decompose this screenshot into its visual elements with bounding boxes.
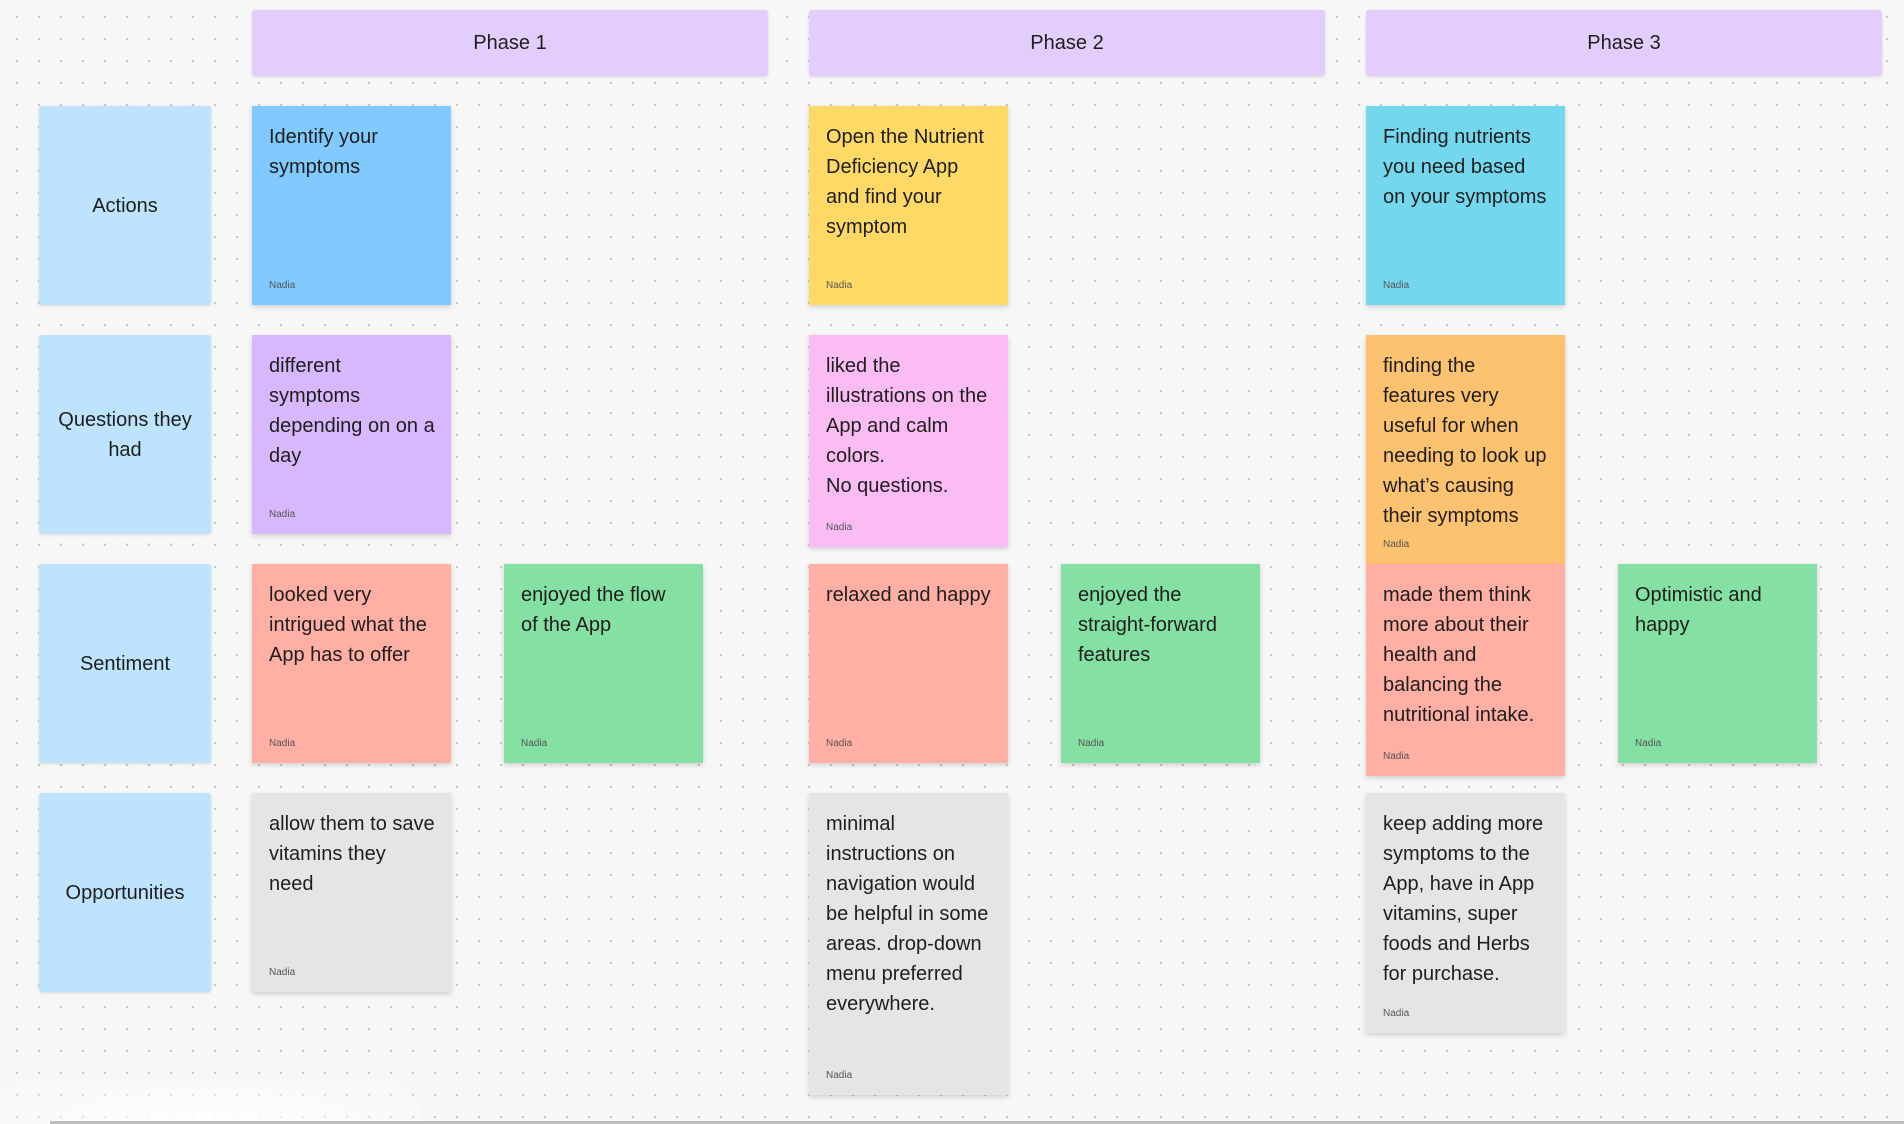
row-label-text: Opportunities [65,881,185,904]
sticky-author: Nadia [269,509,296,520]
sticky-author: Nadia [269,967,296,978]
row-label-questions[interactable]: Questions they had [39,335,211,534]
sticky-author: Nadia [1635,738,1662,749]
sticky-text: looked very intrigued what the App has t… [269,584,427,666]
sticky-author: Nadia [1078,738,1105,749]
sticky-note[interactable]: enjoyed the flow of the App Nadia [504,564,703,763]
sticky-text: different symptoms depending on on a day [269,355,435,467]
sticky-author: Nadia [1383,280,1410,291]
sticky-author: Nadia [1383,539,1410,550]
sticky-text: minimal instructions on navigation would… [826,813,989,1015]
phase-header-3[interactable]: Phase 3 [1366,10,1882,76]
sticky-note[interactable]: Identify your symptoms Nadia [252,106,451,305]
sticky-note[interactable]: finding the features very useful for whe… [1366,335,1565,564]
row-label-actions[interactable]: Actions [39,106,211,305]
sticky-text: keep adding more symptoms to the App, ha… [1383,813,1544,985]
sticky-note[interactable]: Optimistic and happy Nadia [1618,564,1817,763]
sticky-text: Open the Nutrient Deficiency App and fin… [826,126,984,238]
sticky-text: liked the illustrations on the App and c… [826,355,988,497]
sticky-note[interactable]: Open the Nutrient Deficiency App and fin… [809,106,1008,305]
sticky-author: Nadia [826,280,853,291]
row-label-text: Questions they had [58,408,192,461]
sticky-text: Finding nutrients you need based on your… [1383,126,1547,208]
sticky-author: Nadia [826,1070,853,1081]
row-label-sentiment[interactable]: Sentiment [39,564,211,763]
phase-header-1[interactable]: Phase 1 [252,10,768,76]
sticky-author: Nadia [1383,1008,1410,1019]
phase-label: Phase 1 [473,31,547,54]
sticky-note[interactable]: made them think more about their health … [1366,564,1565,776]
sticky-text: enjoyed the flow of the App [521,584,666,636]
sticky-author: Nadia [826,522,853,533]
row-label-opportunities[interactable]: Opportunities [39,793,211,992]
sticky-note[interactable]: looked very intrigued what the App has t… [252,564,451,763]
sticky-note[interactable]: minimal instructions on navigation would… [809,793,1008,1095]
row-label-text: Sentiment [79,652,171,675]
sticky-author: Nadia [1383,751,1410,762]
sticky-note[interactable]: different symptoms depending on on a day… [252,335,451,534]
phase-label: Phase 3 [1587,31,1661,54]
sticky-note[interactable]: enjoyed the straight-forward features Na… [1061,564,1260,763]
row-label-text: Actions [92,194,158,217]
sticky-text: Optimistic and happy [1635,584,1762,636]
phase-header-2[interactable]: Phase 2 [809,10,1325,76]
sticky-note[interactable]: Finding nutrients you need based on your… [1366,106,1565,305]
canvas-edge-fade [0,1080,420,1124]
canvas-bottom-edge [50,1121,1904,1124]
sticky-note[interactable]: liked the illustrations on the App and c… [809,335,1008,547]
sticky-text: Identify your symptoms [269,126,378,178]
sticky-note[interactable]: relaxed and happy Nadia [809,564,1008,763]
sticky-note[interactable]: allow them to save vitamins they need Na… [252,793,451,992]
sticky-author: Nadia [269,280,296,291]
sticky-text: allow them to save vitamins they need [269,813,435,895]
sticky-author: Nadia [521,738,548,749]
sticky-text: enjoyed the straight-forward features [1078,584,1217,666]
sticky-note[interactable]: keep adding more symptoms to the App, ha… [1366,793,1565,1033]
sticky-author: Nadia [269,738,296,749]
sticky-text: finding the features very useful for whe… [1383,355,1547,527]
phase-label: Phase 2 [1030,31,1104,54]
sticky-author: Nadia [826,738,853,749]
sticky-text: made them think more about their health … [1383,584,1535,726]
sticky-text: relaxed and happy [826,584,991,606]
